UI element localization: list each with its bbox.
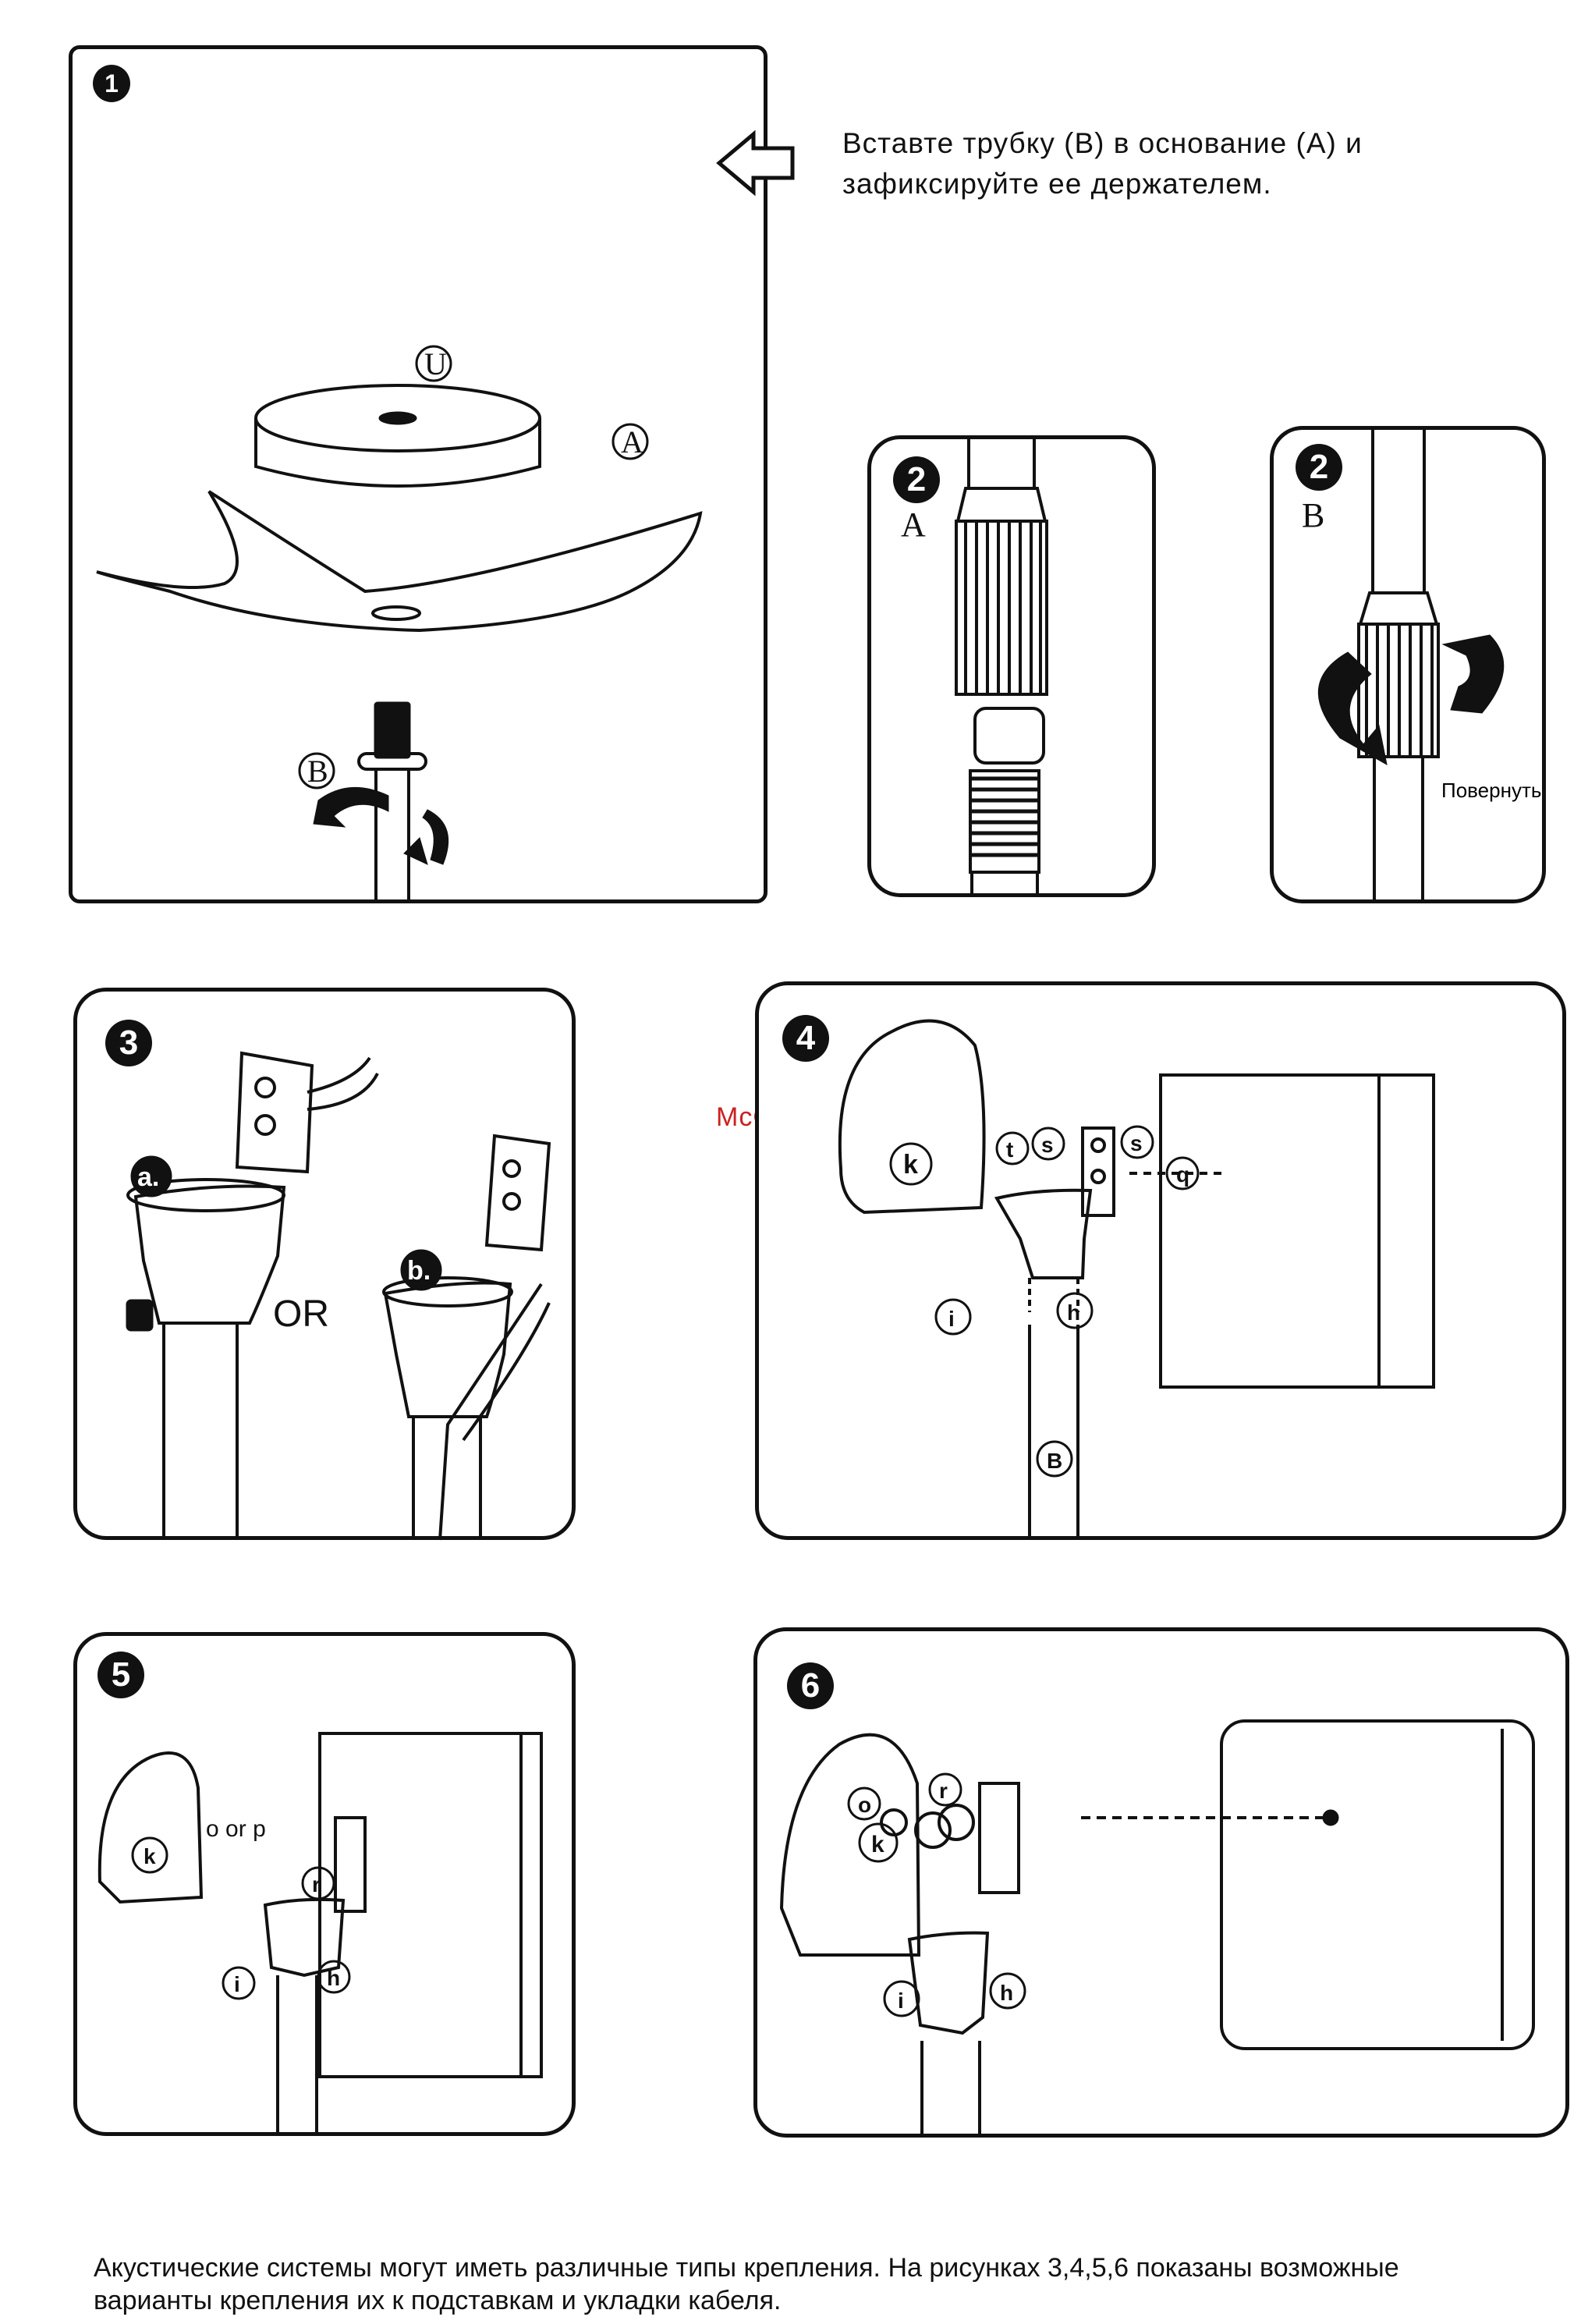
part-o: o <box>858 1793 871 1817</box>
option-b-label: b. <box>407 1256 431 1286</box>
step-3-badge: 3 <box>105 1020 152 1066</box>
or-label: OR <box>273 1293 329 1335</box>
step-2a-illustration <box>955 435 1048 897</box>
step-2b-sub: B <box>1302 496 1325 534</box>
part-i: i <box>898 1989 904 2013</box>
step-2a-panel: 2 A <box>867 435 1156 897</box>
part-h: h <box>1000 1981 1013 2005</box>
instruction-line-2: зафиксируйте ее держателем. <box>842 168 1272 200</box>
step-1-badge: 1 <box>93 65 130 102</box>
part-k: k <box>903 1150 918 1180</box>
step-5-illustration: k o or p r i h <box>97 1732 543 2136</box>
part-s1: s <box>1041 1133 1054 1157</box>
step-2b-badge: 2 <box>1296 444 1342 491</box>
footer-line-1: Акустические системы могут иметь различн… <box>94 2253 1399 2283</box>
step-5-panel: 5 <box>73 1632 576 2136</box>
label-disk: U <box>424 346 447 381</box>
left-arrow-icon <box>716 130 795 197</box>
step-3-illustration: a. b. OR <box>126 1051 551 1541</box>
part-s2: s <box>1130 1131 1143 1155</box>
step-4-badge: 4 <box>782 1015 829 1062</box>
step-1-illustration: U A B <box>96 345 703 903</box>
step-4-illustration: k t s s q i h B <box>838 1019 1435 1540</box>
part-t: t <box>1006 1137 1013 1162</box>
part-B: B <box>1047 1449 1062 1473</box>
svg-text:o or p: o or p <box>206 1816 266 1842</box>
part-k: k <box>871 1832 884 1857</box>
step-5-badge: 5 <box>97 1652 144 1698</box>
step-2b-illustration: Повернуть <box>1317 426 1541 903</box>
label-base: A <box>621 424 643 459</box>
step-2a-badge: 2 <box>893 456 940 503</box>
step-6-illustration: k o r i h <box>779 1719 1535 2138</box>
step-6-panel: 6 <box>753 1627 1569 2138</box>
part-k: k <box>144 1844 156 1868</box>
instruction-line-1: Вставте трубку (В) в основание (А) и <box>842 127 1363 159</box>
part-r: r <box>939 1779 948 1803</box>
part-h: h <box>327 1966 340 1990</box>
option-a-label: a. <box>137 1162 159 1192</box>
label-tube: B <box>307 754 328 789</box>
turn-label: Повернуть <box>1441 779 1541 802</box>
step-2a-sub: A <box>901 506 926 544</box>
part-or: or <box>225 1816 246 1842</box>
part-p: p <box>253 1816 266 1842</box>
instruction-text: Вставте трубку (В) в основание (А) и заф… <box>842 123 1529 204</box>
step-6-badge: 6 <box>787 1662 834 1709</box>
footer-line-2: варианты крепления их к подставкам и укл… <box>94 2286 782 2315</box>
part-i: i <box>948 1307 955 1331</box>
part-r: r <box>312 1872 321 1896</box>
step-3-panel: 3 <box>73 988 576 1540</box>
part-i: i <box>234 1972 240 1996</box>
part-o: o <box>206 1816 219 1842</box>
part-q: q <box>1176 1162 1189 1187</box>
footer-note: Акустические системы могут иметь различн… <box>94 2251 1544 2317</box>
part-h: h <box>1067 1300 1080 1325</box>
step-1-panel: 1 <box>69 45 767 903</box>
